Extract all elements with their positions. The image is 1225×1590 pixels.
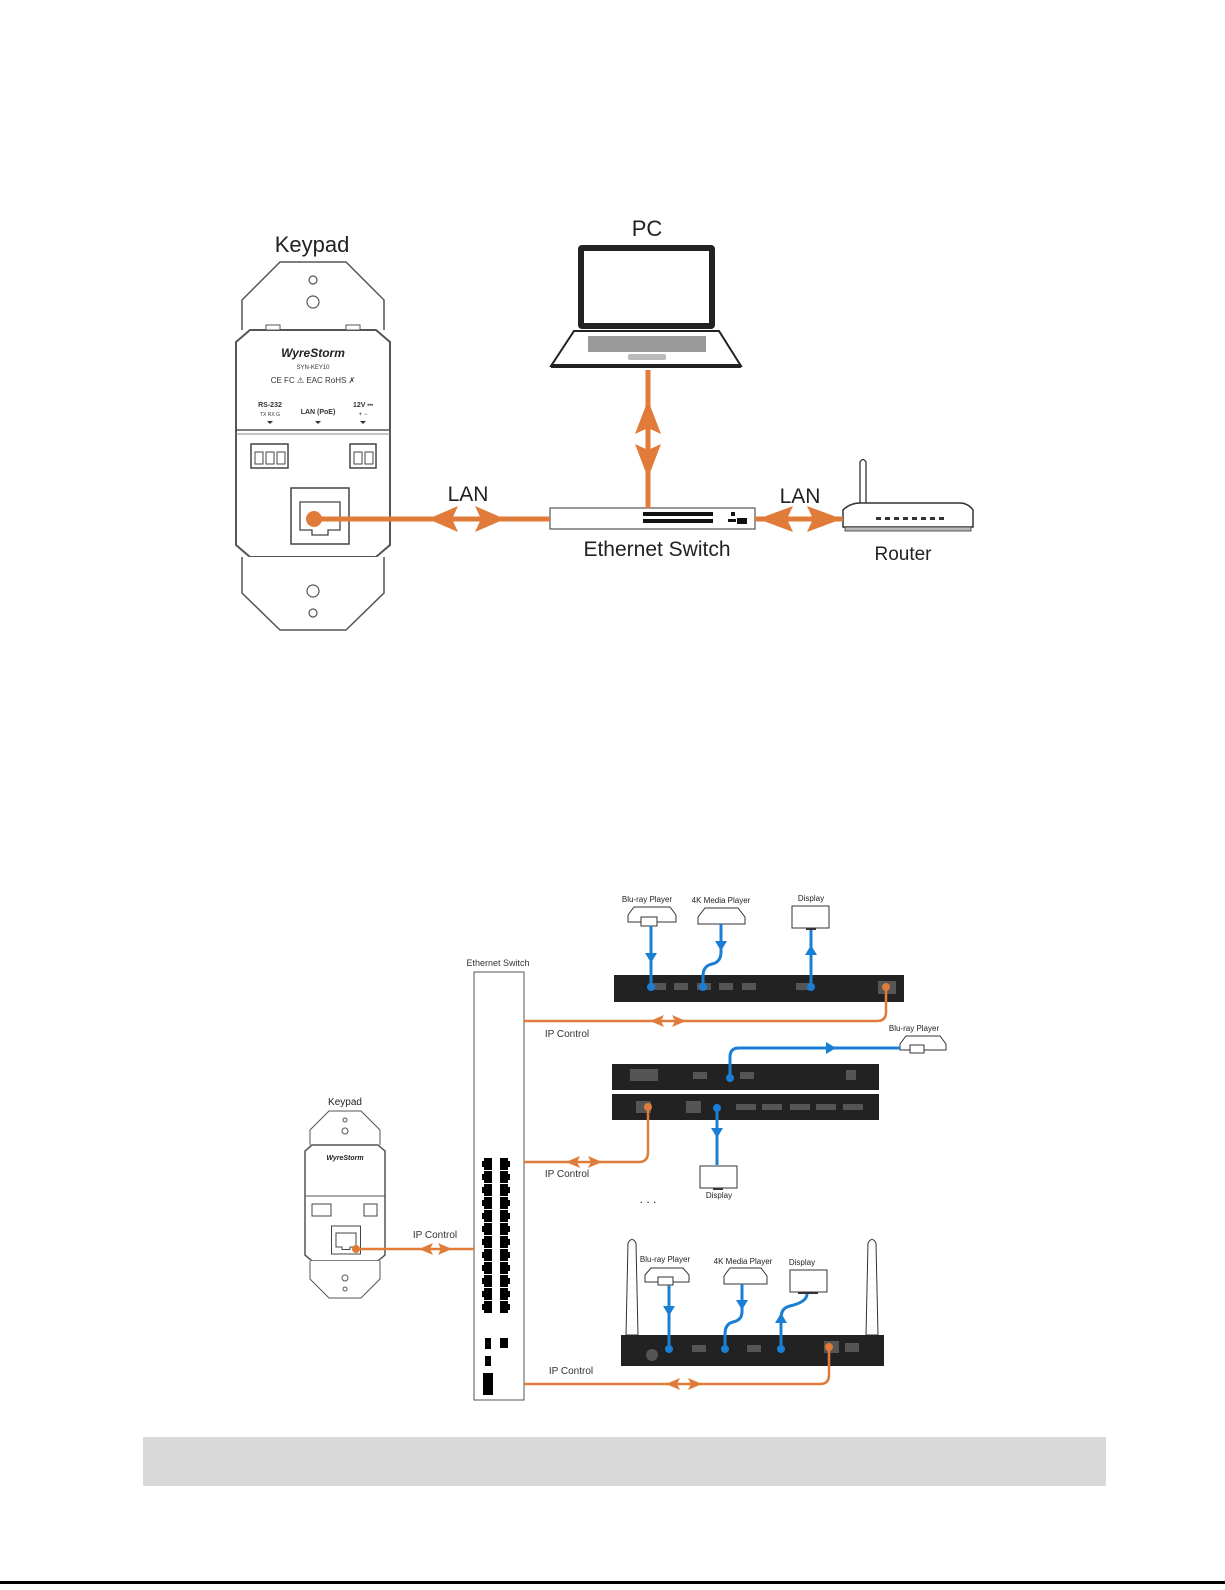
keypad-label: Keypad bbox=[275, 232, 350, 257]
lan-label-2: LAN bbox=[780, 485, 821, 508]
pc-laptop-icon: PC bbox=[551, 216, 741, 368]
ip-control-label-1: IP Control bbox=[545, 1029, 589, 1040]
ip-control-label-3: IP Control bbox=[549, 1366, 593, 1377]
bluray-player-icon bbox=[645, 1268, 689, 1285]
switch-port-icon bbox=[500, 1158, 508, 1170]
switch-port-icon bbox=[484, 1184, 492, 1196]
power-terminal-block bbox=[350, 444, 376, 468]
keypad-rs232-pins: TX RX G bbox=[260, 412, 280, 418]
switch-port-icon bbox=[500, 1288, 508, 1300]
keypad-small-brand: WyreStorm bbox=[326, 1155, 363, 1162]
screw-hole-icon bbox=[307, 296, 319, 308]
display-icon bbox=[790, 1270, 827, 1294]
keypad-brand-logo: WyreStorm bbox=[281, 346, 345, 360]
pc-label: PC bbox=[632, 216, 663, 241]
page-bottom-rule bbox=[0, 1581, 1225, 1584]
lan-cable-switch-router: LAN bbox=[755, 485, 843, 532]
more-systems-ellipsis: . . . bbox=[640, 1192, 657, 1206]
bluray-player-icon bbox=[628, 907, 676, 926]
keypad-model: SYN-KEY10 bbox=[296, 365, 330, 371]
bluray-player-label: Blu-ray Player bbox=[622, 895, 673, 904]
switch-port-icon bbox=[484, 1158, 492, 1170]
switch-port-icon bbox=[484, 1197, 492, 1209]
av-system-2: Blu-ray Player bbox=[524, 1024, 946, 1200]
switch-port-icon bbox=[484, 1210, 492, 1222]
av-system-3: Blu-ray Player 4K Media Player Display bbox=[524, 1240, 884, 1391]
switch-port-icon bbox=[484, 1171, 492, 1183]
display-icon bbox=[792, 906, 829, 930]
diagram-2: Ethernet Switch Keypad WyreStorm bbox=[305, 894, 946, 1400]
av-system-1: Blu-ray Player 4K Media Player Display bbox=[524, 894, 904, 1040]
keypad-small-label: Keypad bbox=[328, 1097, 362, 1108]
switch-port-icon bbox=[484, 1262, 492, 1274]
bluray-player-icon bbox=[900, 1036, 946, 1053]
switch-port-icon bbox=[484, 1249, 492, 1261]
keypad-small-device: Keypad WyreStorm bbox=[305, 1097, 385, 1298]
caption-bar bbox=[143, 1437, 1106, 1486]
keypad-power-pins: + − bbox=[359, 412, 368, 418]
keypad-lan-label: LAN (PoE) bbox=[301, 409, 336, 416]
switch-port-icon bbox=[484, 1236, 492, 1248]
rs232-terminal-block bbox=[251, 444, 288, 468]
keypad-rs232-label: RS-232 bbox=[258, 402, 282, 409]
switch-port-icon bbox=[500, 1197, 508, 1209]
ip-control-label-2: IP Control bbox=[545, 1169, 589, 1180]
keypad-device: Keypad WyreStorm SYN-KEY10 CE FC ⚠ EAC R… bbox=[236, 232, 390, 630]
display-label-3: Display bbox=[789, 1258, 815, 1267]
display-label-2: Display bbox=[706, 1191, 732, 1200]
screw-hole-icon bbox=[309, 276, 317, 284]
switch-port-icon bbox=[500, 1223, 508, 1235]
switch-port-icon bbox=[500, 1275, 508, 1287]
antenna-icon bbox=[626, 1240, 638, 1336]
media-player-label-3: 4K Media Player bbox=[714, 1257, 773, 1266]
diagram-1: Keypad WyreStorm SYN-KEY10 CE FC ⚠ EAC R… bbox=[236, 216, 973, 630]
keypad-power-label: 12V ⎓ bbox=[353, 402, 373, 409]
ethernet-switch-device: Ethernet Switch bbox=[550, 508, 755, 561]
display-label: Display bbox=[798, 894, 824, 903]
ethernet-switch-label: Ethernet Switch bbox=[583, 538, 730, 561]
media-player-label: 4K Media Player bbox=[692, 896, 751, 905]
antenna-icon bbox=[866, 1240, 878, 1336]
switch-port-icon bbox=[484, 1223, 492, 1235]
switch-port-icon bbox=[500, 1210, 508, 1222]
keypad-cert-marks: CE FC ⚠ EAC RoHS ✗ bbox=[271, 376, 356, 385]
switch-port-icon bbox=[500, 1301, 508, 1313]
ip-control-label-keypad: IP Control bbox=[413, 1230, 457, 1241]
lan-label-1: LAN bbox=[448, 483, 489, 506]
screw-hole-icon bbox=[307, 585, 319, 597]
switch-port-icon bbox=[500, 1184, 508, 1196]
switch-vertical-label: Ethernet Switch bbox=[466, 958, 529, 968]
bluray-player-label-3: Blu-ray Player bbox=[640, 1255, 691, 1264]
media-player-icon bbox=[724, 1268, 767, 1284]
switch-port-icon bbox=[500, 1236, 508, 1248]
router-icon: Router bbox=[843, 460, 973, 566]
switch-port-icon bbox=[500, 1262, 508, 1274]
display-icon bbox=[700, 1166, 737, 1190]
bluray-player-label-2: Blu-ray Player bbox=[889, 1024, 940, 1033]
lan-cable-switch-pc bbox=[635, 370, 661, 508]
switch-port-icon bbox=[484, 1275, 492, 1287]
switch-port-icon bbox=[500, 1249, 508, 1261]
switch-port-icon bbox=[484, 1288, 492, 1300]
switch-port-icon bbox=[484, 1301, 492, 1313]
screw-hole-icon bbox=[309, 609, 317, 617]
router-label: Router bbox=[874, 544, 932, 565]
ethernet-switch-vertical: Ethernet Switch bbox=[466, 958, 529, 1400]
switch-port-icon bbox=[500, 1171, 508, 1183]
media-player-icon bbox=[698, 908, 745, 924]
